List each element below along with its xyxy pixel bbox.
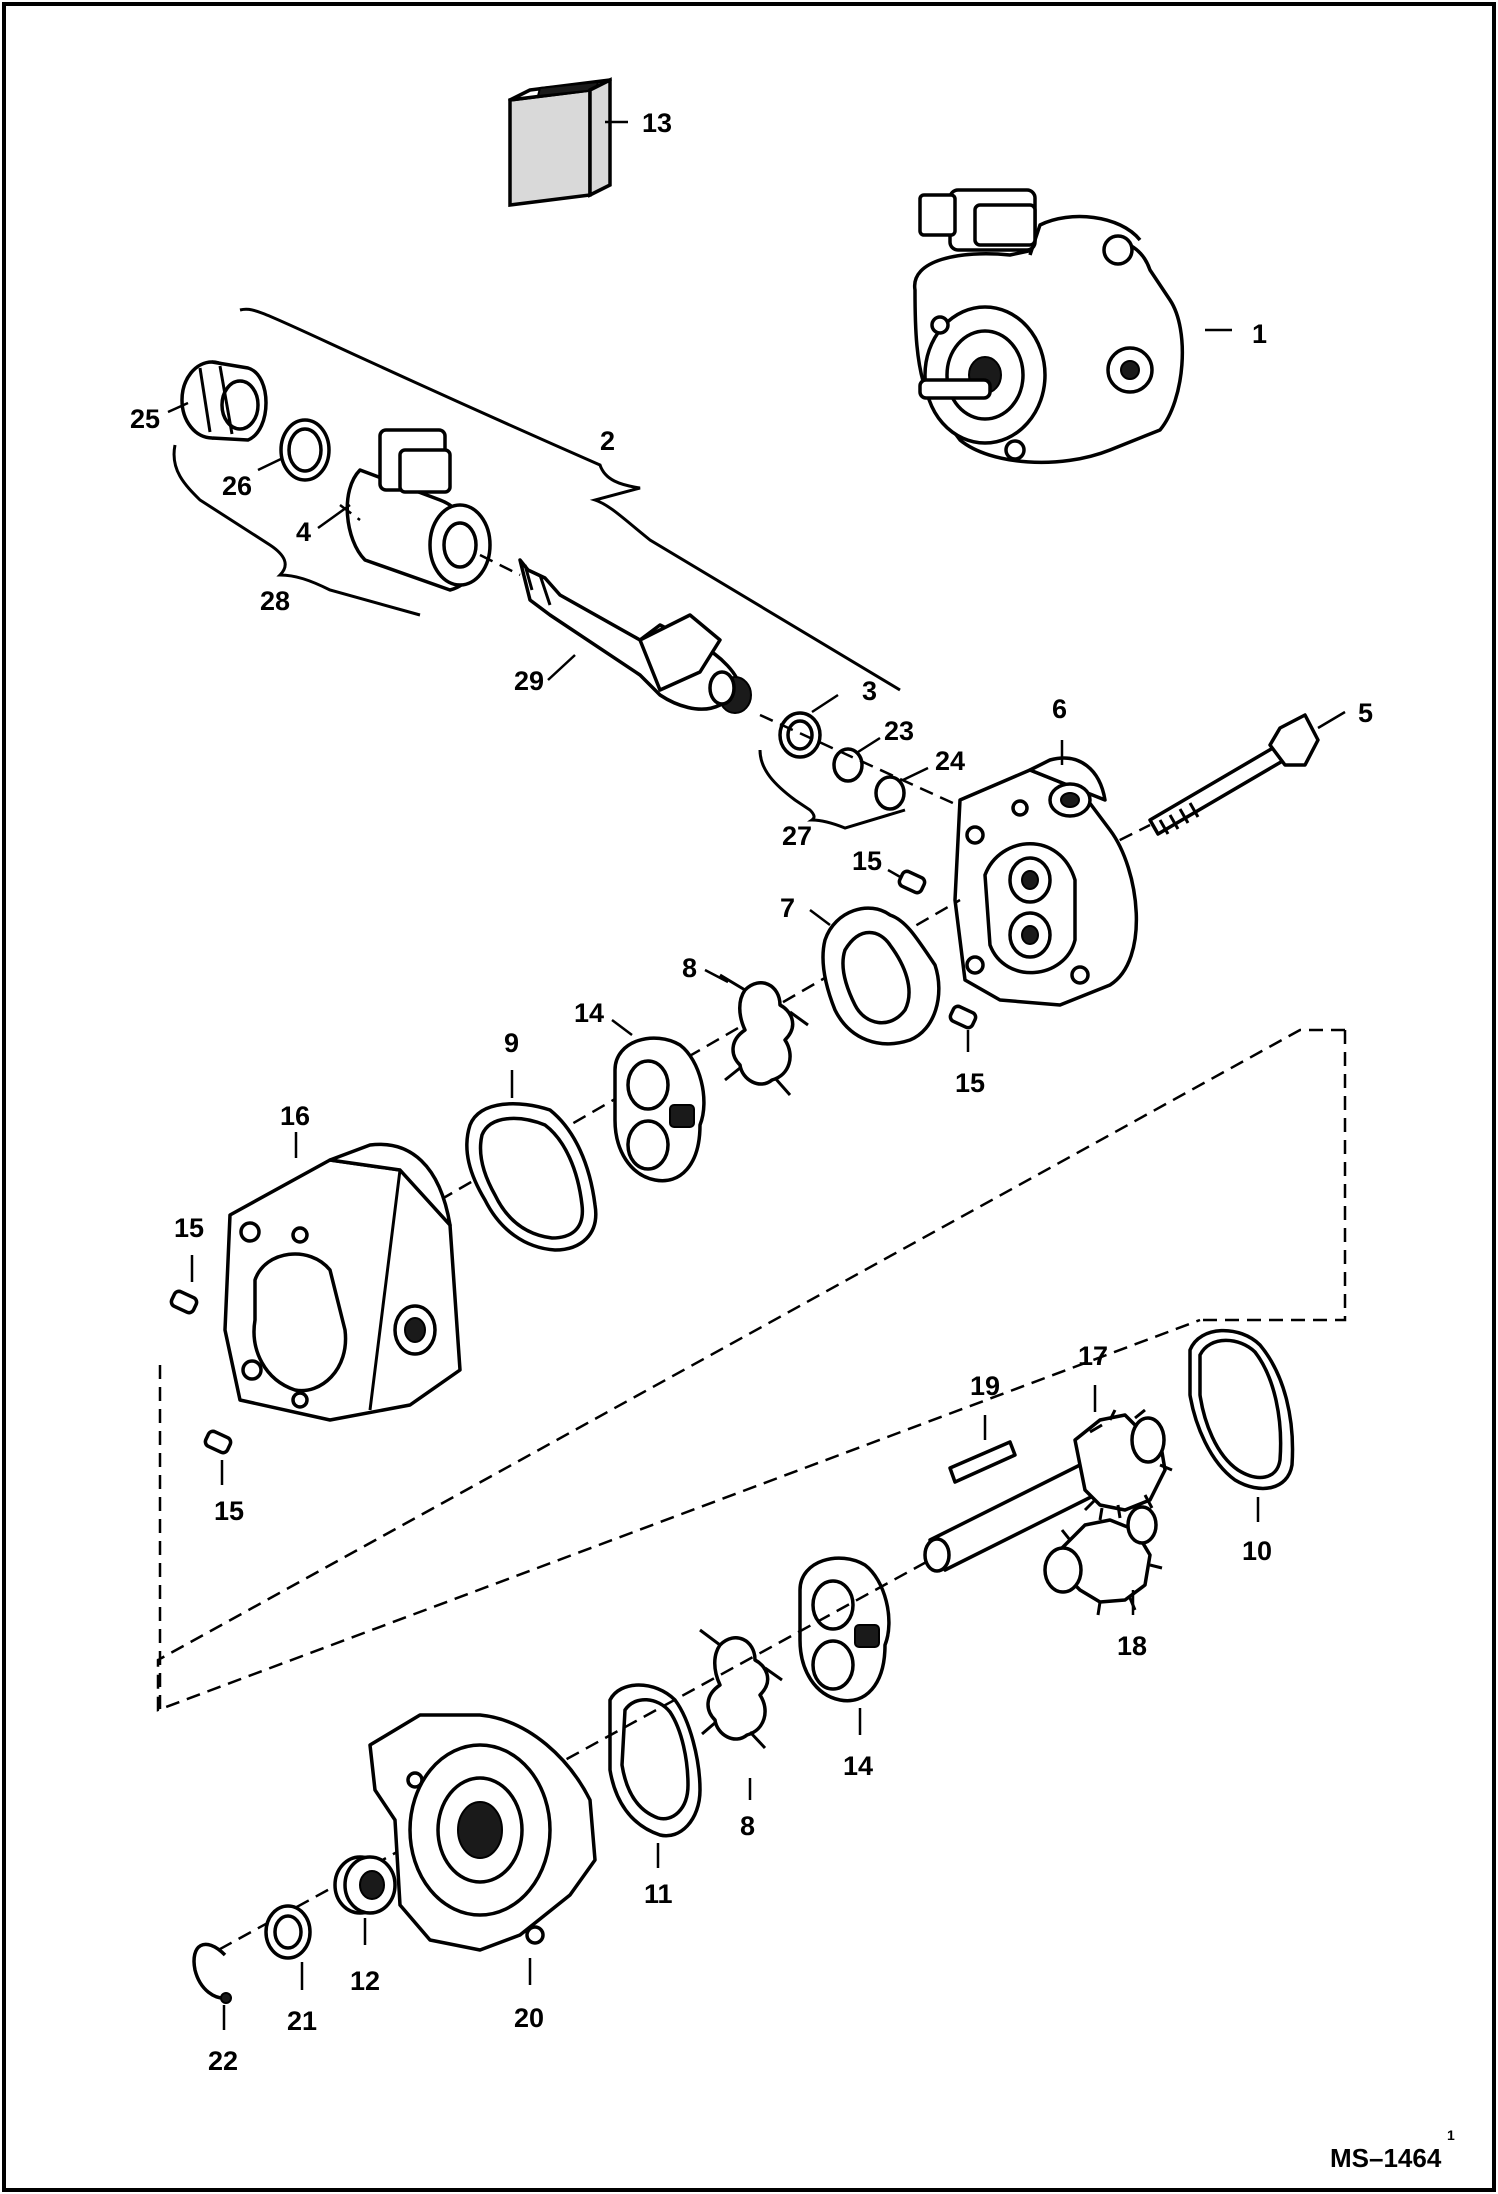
part-8-seal-upper <box>719 973 809 1096</box>
callout-26: 26 <box>222 471 252 501</box>
part-13-box <box>508 77 612 207</box>
callout-16: 16 <box>280 1101 310 1131</box>
callout-14a: 14 <box>574 998 604 1028</box>
part-14-plate-upper <box>613 1036 706 1183</box>
drawing-id: MS–1464 <box>1330 2143 1442 2173</box>
callout-22: 22 <box>208 2046 238 2076</box>
part-15-dowel-a <box>897 869 927 895</box>
leader-14a <box>611 1019 633 1036</box>
part-5-bolt <box>1148 713 1320 836</box>
callout-14b: 14 <box>843 1751 873 1781</box>
callout-27: 27 <box>782 821 812 851</box>
part-21-washer-inner <box>273 1914 303 1950</box>
axis-lower <box>199 1558 931 1962</box>
leader-5 <box>1317 710 1346 730</box>
part-14-plate-lower <box>798 1556 891 1703</box>
callout-15d: 15 <box>214 1496 244 1526</box>
callout-21: 21 <box>287 2006 317 2036</box>
callout-17: 17 <box>1078 1341 1108 1371</box>
part-18-idler-gear <box>1043 1505 1163 1616</box>
callout-8a: 8 <box>682 953 697 983</box>
part-17-drive-gear <box>923 1408 1173 1573</box>
callout-5: 5 <box>1358 698 1373 728</box>
part-26-ring-inner <box>287 427 323 473</box>
callout-8b: 8 <box>740 1811 755 1841</box>
callout-15a: 15 <box>852 846 882 876</box>
part-11-gasket <box>608 1683 702 1838</box>
leader-26 <box>257 456 284 472</box>
part-15-dowel-d <box>203 1429 233 1455</box>
leader-15a <box>887 868 903 880</box>
leader-24 <box>902 766 929 782</box>
bracket-28 <box>172 444 421 617</box>
callout-15b: 15 <box>955 1068 985 1098</box>
drawing-sheet-number: 1 <box>1447 2127 1455 2143</box>
callout-7: 7 <box>780 893 795 923</box>
part-20-flange <box>368 1713 597 1952</box>
part-23-ring <box>832 747 864 783</box>
callout-25: 25 <box>130 404 160 434</box>
callout-23: 23 <box>884 716 914 746</box>
leader-8a <box>704 968 729 984</box>
leader-25 <box>167 401 189 414</box>
callout-10: 10 <box>1242 1536 1272 1566</box>
callout-3: 3 <box>862 676 877 706</box>
callout-1: 1 <box>1252 319 1267 349</box>
part-15-dowel-b <box>948 1004 978 1030</box>
part-19-key <box>948 1440 1017 1484</box>
part-4-coil <box>345 428 492 592</box>
part-10-ring <box>1188 1328 1295 1491</box>
callout-15c: 15 <box>174 1213 204 1243</box>
callout-4: 4 <box>296 517 311 547</box>
part-7-gasket <box>821 906 941 1046</box>
part-25-nut <box>180 360 268 442</box>
callout-20: 20 <box>514 2003 544 2033</box>
callout-28: 28 <box>260 586 290 616</box>
leader-7 <box>809 909 831 926</box>
callout-13: 13 <box>642 108 672 138</box>
part-16-body <box>223 1142 462 1422</box>
leader-29 <box>547 654 576 681</box>
part-22-snap-ring <box>192 1942 229 2000</box>
axis-rings <box>759 713 991 822</box>
part-22-snap-ring-eye <box>220 1992 232 2004</box>
callout-2: 2 <box>600 426 615 456</box>
part-24-ring <box>874 775 906 811</box>
part-12-shaft-seal <box>333 1855 397 1915</box>
part-6-cover <box>953 756 1138 1007</box>
assembly-guide <box>156 1028 1347 1712</box>
callout-18: 18 <box>1117 1631 1147 1661</box>
part-1-pump-assembly <box>913 188 1185 465</box>
leader-23 <box>857 736 881 754</box>
callout-19: 19 <box>970 1371 1000 1401</box>
leader-3 <box>811 693 839 714</box>
part-3-ring-inner <box>786 719 814 751</box>
axis-cartridge-2 <box>479 553 521 577</box>
part-15-dowel-c <box>169 1289 199 1315</box>
bracket-2 <box>239 307 901 692</box>
part-8-seal-lower <box>699 1628 783 1750</box>
callout-6: 6 <box>1052 694 1067 724</box>
axis-cartridge <box>339 504 361 521</box>
part-29-valve <box>518 558 752 714</box>
callout-9: 9 <box>504 1028 519 1058</box>
callout-12: 12 <box>350 1966 380 1996</box>
bracket-27 <box>758 749 906 830</box>
part-9-gasket <box>465 1102 598 1252</box>
callout-29: 29 <box>514 666 544 696</box>
callout-24: 24 <box>935 746 965 776</box>
callout-11: 11 <box>644 1879 673 1909</box>
